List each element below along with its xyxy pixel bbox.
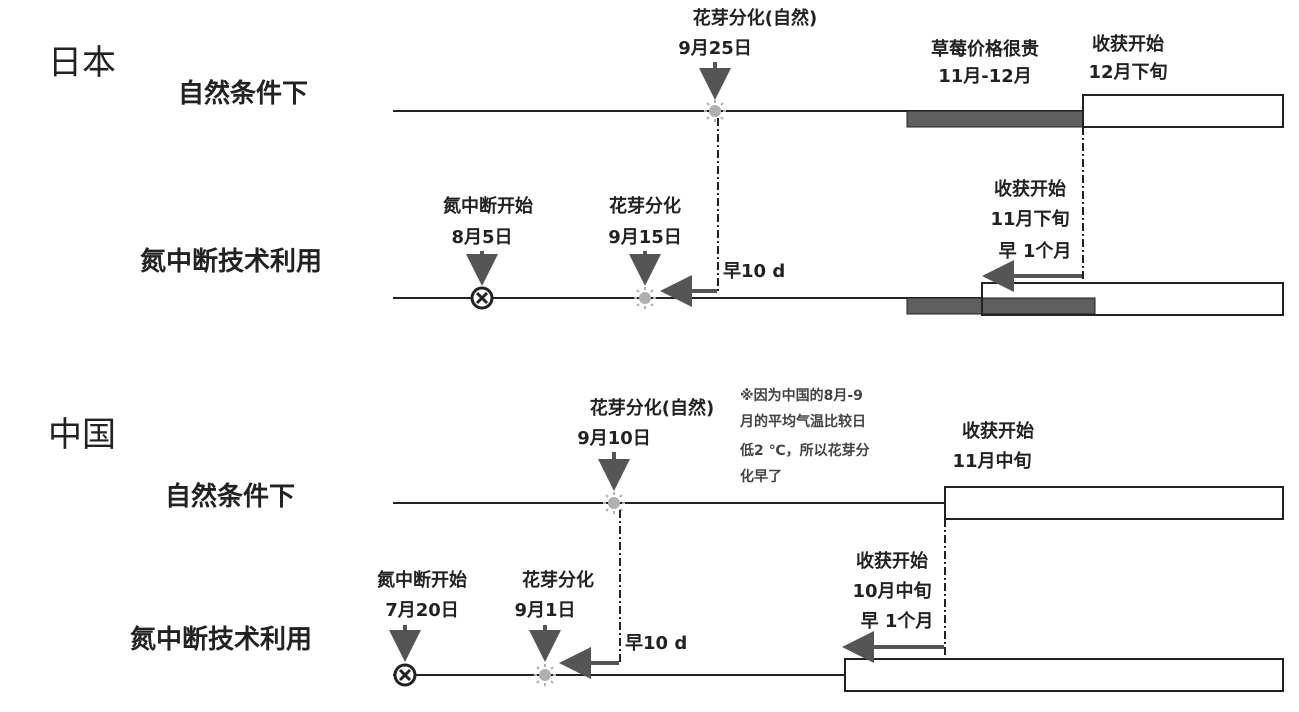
japan-price-high-bar <box>906 110 1096 128</box>
china-note-line-1: ※因为中国的8月-9 <box>740 387 863 404</box>
japan-nitrogen-price-bar <box>906 297 1096 315</box>
china-earlier-10d-label: 早10 d <box>625 633 687 654</box>
china-nitrogen-row-label: 氮中断技术利用 <box>130 624 312 655</box>
china-nitrogen-start-title: 氮中断开始 <box>377 569 467 591</box>
japan-natural-harvest-title: 收获开始 <box>1092 33 1164 55</box>
china-nitrogen-start-x-icon <box>393 663 417 687</box>
japan-natural-row-label: 自然条件下 <box>178 78 308 109</box>
japan-nitrogen-harvest-date: 11月下旬 <box>990 208 1069 230</box>
japan-nitrogen-flower-date: 9月15日 <box>608 227 682 248</box>
china-natural-flower-date: 9月10日 <box>577 428 651 449</box>
japan-natural-harvest-date: 12月下旬 <box>1088 61 1167 83</box>
japan-nitrogen-start-date: 8月5日 <box>451 227 512 248</box>
japan-nitrogen-flower-title: 花芽分化 <box>609 195 681 217</box>
china-earlier-1month-label: 早 1个月 <box>861 610 934 632</box>
china-nitrogen-harvest-box <box>844 658 1284 692</box>
china-note-line-4: 化早了 <box>740 468 782 485</box>
china-nitrogen-start-date: 7月20日 <box>385 600 459 621</box>
china-note-line-3: 低2 ℃，所以花芽分 <box>739 442 870 459</box>
japan-natural-harvest-box <box>1082 94 1284 128</box>
china-natural-row-label: 自然条件下 <box>165 481 295 512</box>
japan-price-title: 草莓价格很贵 <box>931 38 1039 60</box>
china-natural-flower-title: 花芽分化(自然) <box>590 397 714 419</box>
japan-earlier-1month-label: 早 1个月 <box>999 240 1072 262</box>
china-nitrogen-flower-date: 9月1日 <box>514 600 575 621</box>
japan-earlier-10d-label: 早10 d <box>723 261 785 282</box>
japan-nitrogen-harvest-title: 收获开始 <box>994 178 1066 200</box>
japan-price-period: 11月-12月 <box>938 66 1032 87</box>
country-japan: 日本 <box>48 43 116 83</box>
japan-nitrogen-start-x-icon <box>470 286 494 310</box>
china-nitrogen-harvest-date: 10月中旬 <box>852 580 931 602</box>
china-natural-harvest-date: 11月中旬 <box>952 450 1031 472</box>
japan-natural-flower-title: 花芽分化(自然) <box>693 7 817 29</box>
china-natural-harvest-box <box>944 486 1284 520</box>
china-note-line-2: 月的平均气温比较日 <box>739 413 866 430</box>
japan-nitrogen-start-title: 氮中断开始 <box>443 195 533 217</box>
china-nitrogen-harvest-title: 收获开始 <box>856 550 928 572</box>
china-natural-harvest-title: 收获开始 <box>962 420 1034 442</box>
japan-nitrogen-row-label: 氮中断技术利用 <box>140 246 322 277</box>
japan-nitrogen-harvest-box <box>981 282 1284 316</box>
japan-natural-flower-date: 9月25日 <box>678 38 752 59</box>
country-china: 中国 <box>48 415 116 455</box>
china-nitrogen-flower-title: 花芽分化 <box>522 569 594 591</box>
